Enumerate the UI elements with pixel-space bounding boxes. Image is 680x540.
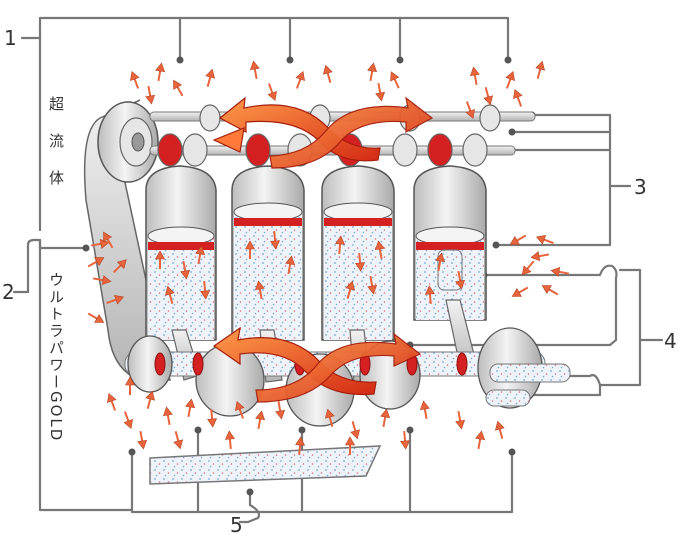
- flow-arrow-icon: [453, 409, 467, 431]
- flow-arrow-icon: [501, 69, 519, 91]
- flow-arrow-icon: [135, 429, 149, 451]
- cam-pulley: [97, 101, 159, 183]
- flow-arrow-icon: [418, 399, 432, 421]
- flow-arrow-icon: [378, 407, 392, 429]
- flow-arrow-icon: [142, 389, 158, 411]
- callout-5: 5: [230, 513, 243, 537]
- flow-arrow-icon: [153, 61, 167, 83]
- flow-arrow-icon: [170, 429, 186, 451]
- crankshaft: [124, 327, 571, 427]
- flow-arrow-icon: [183, 397, 197, 419]
- flow-arrow-icon: [202, 67, 218, 89]
- flow-arrow-icon: [263, 81, 281, 103]
- flow-arrow-icon: [248, 59, 262, 81]
- flow-arrow-icon: [126, 69, 144, 91]
- flow-arrow-icon: [398, 429, 412, 451]
- flow-arrow-icon: [538, 280, 562, 300]
- flow-arrow-icon: [347, 419, 363, 441]
- valve-train: [157, 104, 501, 167]
- flow-arrow-icon: [365, 61, 379, 83]
- flow-arrow-icon: [168, 76, 188, 100]
- flow-arrow-icon: [480, 85, 496, 107]
- flow-arrow-icon: [373, 81, 387, 103]
- flow-arrow-icon: [84, 308, 108, 328]
- flow-arrow-icon: [103, 391, 121, 413]
- callout-1: 1: [4, 26, 17, 50]
- flow-arrow-icon: [509, 87, 527, 109]
- cylinder-1: [145, 165, 217, 341]
- callout-numbers: 1 2 3 4 5: [2, 26, 677, 537]
- flow-arrow-icon: [320, 63, 336, 85]
- flow-arrow-icon: [119, 409, 137, 431]
- cylinder-3: [321, 165, 395, 341]
- flow-arrow-icon: [473, 429, 487, 451]
- flow-arrow-icon: [143, 84, 157, 106]
- flow-arrow-icon: [529, 249, 551, 263]
- flow-arrow-icon: [291, 69, 309, 91]
- callout-2: 2: [2, 280, 15, 304]
- flow-arrow-icon: [508, 282, 532, 302]
- swirl-arrow-icon: [212, 96, 434, 403]
- flow-arrow-icon: [161, 405, 175, 427]
- flow-arrow-icon: [532, 59, 548, 81]
- flow-arrow-icon: [386, 68, 404, 92]
- flow-arrow-icon: [223, 429, 237, 451]
- flow-arrow-icon: [468, 65, 482, 87]
- flow-arrow-icon: [273, 399, 287, 421]
- cylinders: [145, 165, 487, 341]
- callout-4: 4: [664, 329, 677, 353]
- cylinder-4: [413, 165, 487, 321]
- flow-arrow-icon: [253, 409, 267, 431]
- flow-arrow-icon: [549, 265, 571, 279]
- cylinder-2: [231, 165, 305, 341]
- flow-arrow-icon: [492, 419, 508, 441]
- callout-3: 3: [634, 175, 647, 199]
- label-chouryuutai: 超流体: [47, 96, 65, 207]
- label-ultra-power-gold: ウルトラパワーGOLD: [47, 272, 65, 442]
- oil-pan: [149, 445, 382, 485]
